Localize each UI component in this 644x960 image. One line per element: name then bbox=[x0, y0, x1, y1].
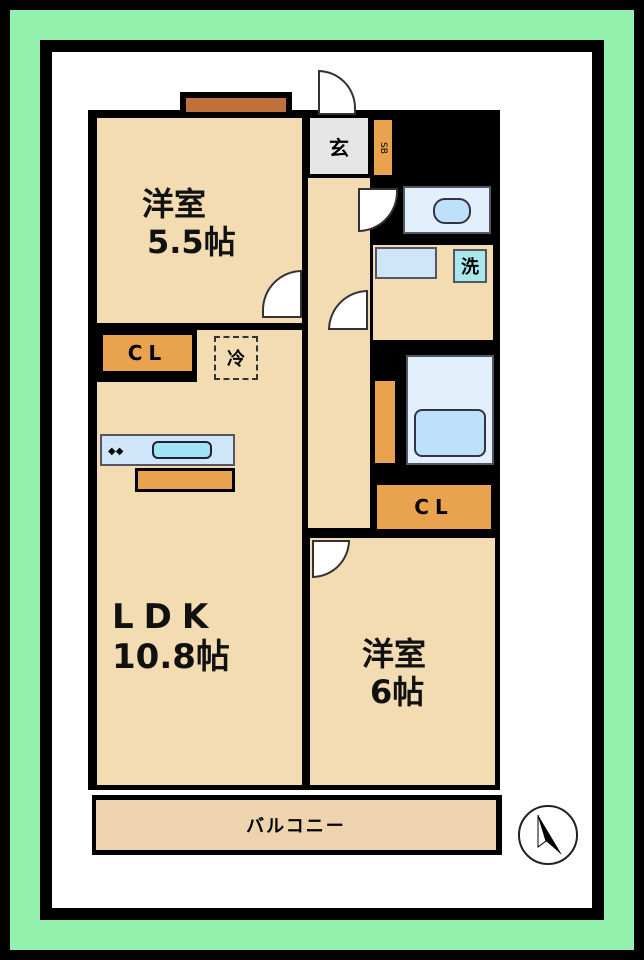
wash-basin bbox=[375, 247, 437, 279]
fridge-space: 冷 bbox=[214, 336, 258, 380]
washroom: 洗 bbox=[373, 245, 493, 340]
kitchen-counter: ◆◆ bbox=[100, 434, 235, 466]
ldk-room bbox=[97, 330, 302, 785]
room-size: 5.5帖 bbox=[147, 223, 236, 261]
kitchen-cabinet bbox=[135, 468, 235, 492]
storage bbox=[372, 378, 398, 466]
bathtub-icon bbox=[414, 409, 486, 457]
stove-icon: ◆◆ bbox=[108, 446, 124, 457]
shoe-box: SB bbox=[374, 120, 392, 175]
room-name: 洋室 bbox=[362, 635, 427, 673]
room-name: LDK bbox=[112, 597, 219, 637]
sink-icon bbox=[152, 441, 212, 459]
closet-2: CL bbox=[374, 482, 494, 532]
toilet-icon bbox=[433, 198, 471, 224]
corridor bbox=[308, 178, 370, 528]
north-compass-icon bbox=[518, 805, 578, 865]
washer-space: 洗 bbox=[453, 249, 487, 283]
balcony: バルコニー bbox=[96, 800, 496, 850]
bathroom bbox=[406, 355, 494, 465]
room-size: 10.8帖 bbox=[112, 637, 230, 677]
western-room-2: 洋室 6帖 bbox=[310, 538, 495, 785]
room-size: 6帖 bbox=[370, 673, 425, 711]
closet-1: CL bbox=[100, 332, 195, 374]
room-name: 洋室 bbox=[142, 185, 207, 223]
entrance: 玄 bbox=[310, 118, 368, 174]
toilet-room bbox=[403, 186, 491, 234]
window-top bbox=[180, 92, 292, 114]
